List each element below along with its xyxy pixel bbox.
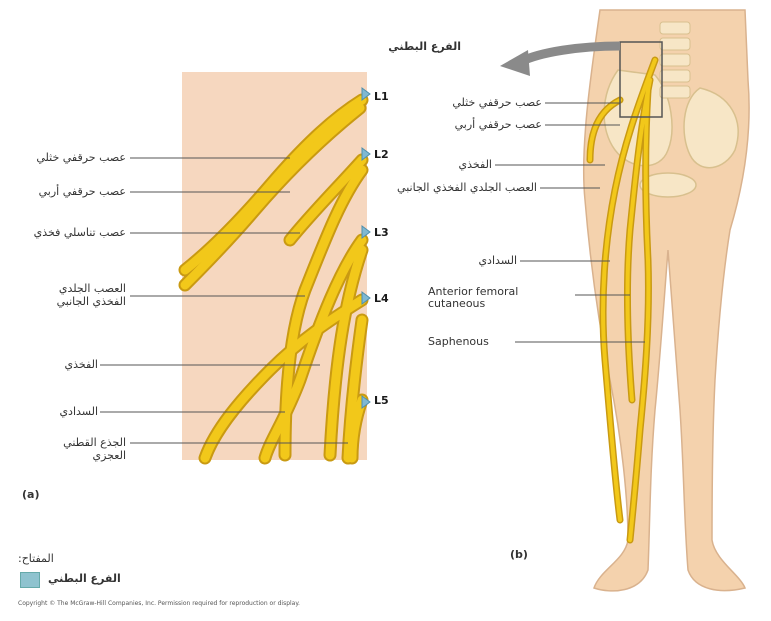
copyright-notice: Copyright © The McGraw-Hill Companies, I… <box>18 600 300 608</box>
panel-b-label: (b) <box>510 548 528 561</box>
label-b-lateral-femoral-cutaneous: العصب الجلدي الفخذي الجانبي <box>397 181 537 194</box>
label-b-anterior-femoral-cutaneous: Anterior femoral cutaneous <box>428 286 568 310</box>
label-b-ilioinguinal: عصب حرقفي أربي <box>455 118 542 131</box>
label-b-obturator: السدادي <box>478 254 517 267</box>
legend-swatch <box>20 572 40 588</box>
legend-title: المفتاح: <box>18 552 54 565</box>
legend-item: الفرع البطني <box>48 572 121 585</box>
panel-b-title: الفرع البطني <box>388 40 461 53</box>
vertebrae <box>660 22 690 98</box>
label-b-femoral: الفخذي <box>459 158 492 171</box>
label-b-iliohypogastric: عصب حرقفي خثلي <box>452 96 542 109</box>
label-b-saphenous: Saphenous <box>428 335 489 348</box>
